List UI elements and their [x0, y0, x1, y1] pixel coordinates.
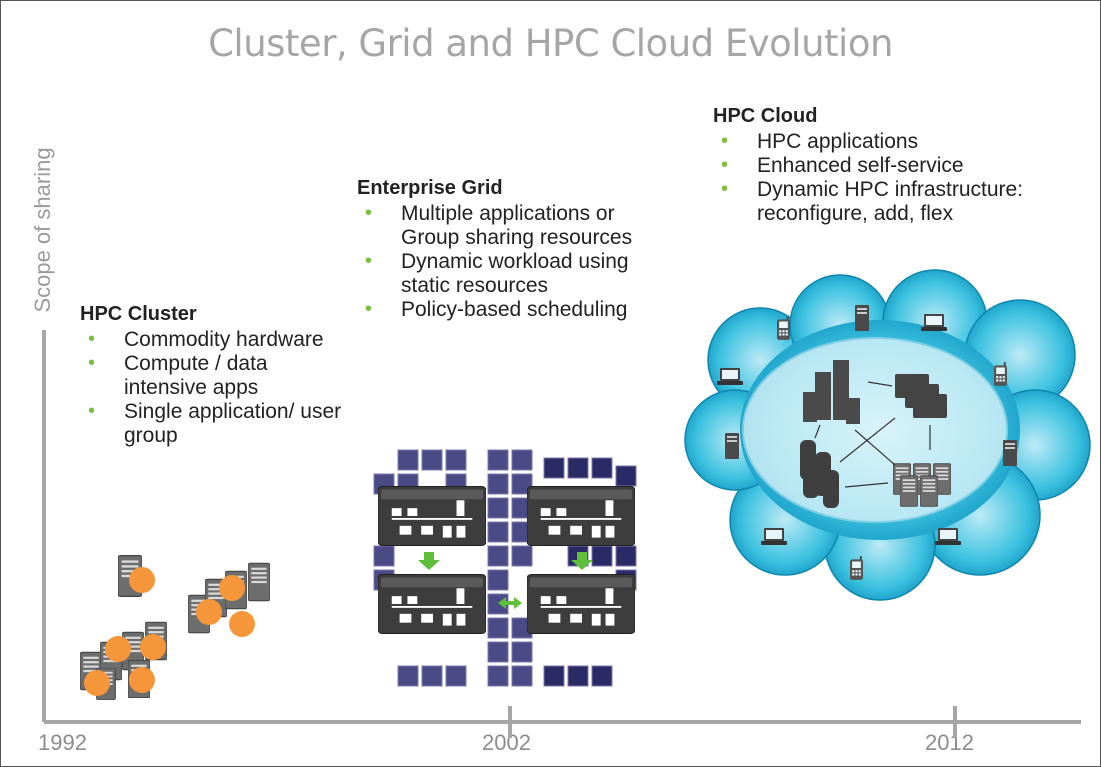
hpc-cluster-heading: HPC Cluster — [80, 303, 197, 325]
bullet-icon: • — [88, 328, 96, 350]
bullet-icon: • — [365, 202, 373, 224]
x-tick-2012: 2012 — [925, 730, 974, 755]
list-item: •Dynamic HPC infrastructure: reconfigure… — [721, 178, 1024, 225]
hpc-cloud-section: HPC Cloud •HPC applications •Enhanced se… — [713, 104, 1073, 226]
list-item: •Policy-based scheduling — [365, 298, 628, 321]
bullet-icon: • — [721, 154, 729, 176]
list-item: •Dynamic workload using static resources — [365, 250, 629, 297]
bullet-icon: • — [88, 400, 96, 422]
list-item: •Single application/ user group — [88, 400, 342, 447]
list-item: •Commodity hardware — [88, 328, 324, 351]
cluster-artwork — [80, 554, 270, 700]
bullet-icon: • — [365, 298, 373, 320]
bullet-icon: • — [721, 130, 729, 152]
bullet-icon: • — [721, 178, 729, 200]
list-item: •Compute / data intensive apps — [88, 352, 268, 399]
slide-title: Cluster, Grid and HPC Cloud Evolution — [208, 22, 893, 65]
grid-artwork — [373, 449, 637, 687]
list-item: •Multiple applications or Group sharing … — [365, 202, 633, 249]
bullet-icon: • — [88, 352, 96, 374]
hpc-cloud-heading: HPC Cloud — [713, 105, 818, 127]
list-item: •Enhanced self-service — [721, 154, 964, 177]
cloud-artwork — [684, 269, 1091, 601]
enterprise-grid-section: Enterprise Grid •Multiple applications o… — [357, 176, 657, 322]
list-item: •HPC applications — [721, 130, 919, 153]
x-tick-1992: 1992 — [38, 730, 87, 755]
x-tick-2002: 2002 — [482, 730, 531, 755]
hpc-cluster-section: HPC Cluster •Commodity hardware •Compute… — [80, 302, 350, 448]
enterprise-grid-heading: Enterprise Grid — [357, 177, 503, 199]
bullet-icon: • — [365, 250, 373, 272]
